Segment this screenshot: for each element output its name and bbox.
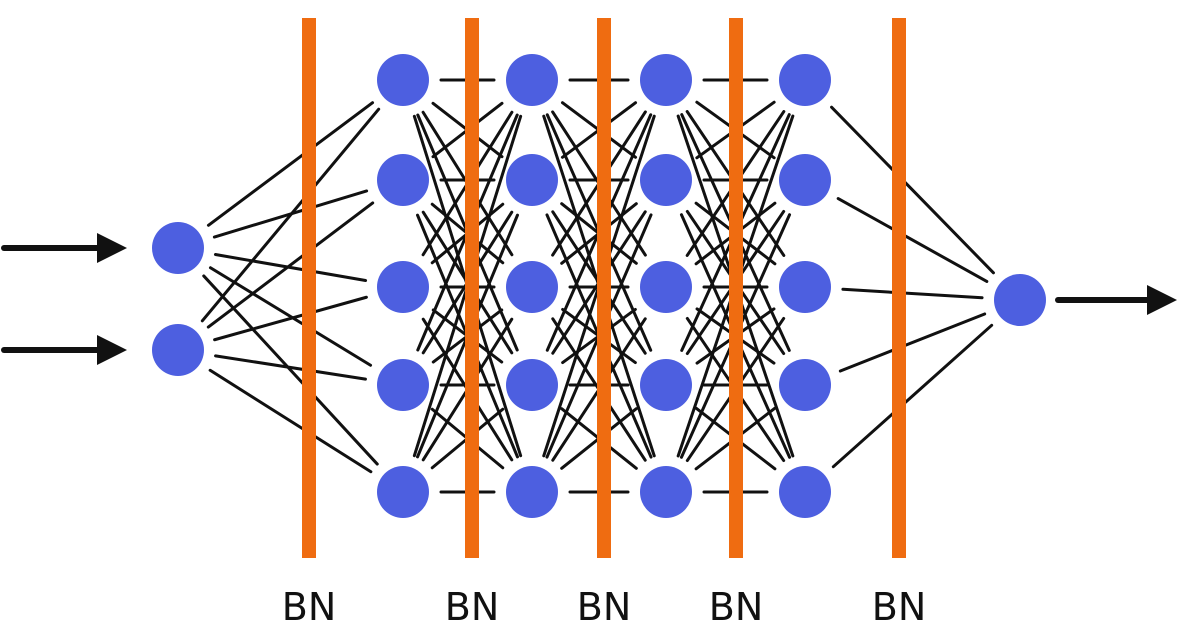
neuron-hidden-4-4: [779, 359, 831, 411]
neuron-hidden-1-3: [377, 261, 429, 313]
neuron-hidden-1-2: [377, 154, 429, 206]
neuron-hidden-4-2: [779, 154, 831, 206]
neuron-output-1: [994, 274, 1046, 326]
bn-label-3: BN: [577, 585, 632, 629]
neuron-hidden-2-2: [506, 154, 558, 206]
neurons-group: [152, 54, 1046, 518]
neuron-hidden-2-4: [506, 359, 558, 411]
neuron-input-1: [152, 222, 204, 274]
bn-bar-3: [597, 18, 611, 558]
neuron-hidden-2-5: [506, 466, 558, 518]
neuron-hidden-3-2: [640, 154, 692, 206]
connection-edge-l4-2-0: [841, 287, 984, 300]
bn-label-1: BN: [282, 585, 337, 629]
neuron-hidden-1-4: [377, 359, 429, 411]
connection-edge-l0-0-0: [206, 101, 375, 227]
neuron-hidden-3-1: [640, 54, 692, 106]
bn-labels-group: BN BN BN BN BN: [282, 585, 927, 629]
neuron-input-2: [152, 324, 204, 376]
connection-edge-l0-0-2: [213, 252, 368, 283]
neuron-hidden-4-5: [779, 466, 831, 518]
connection-edge-l4-3-0: [838, 312, 987, 373]
bn-bar-1: [302, 18, 316, 558]
connection-edge-l0-1-2: [213, 295, 368, 342]
neuron-hidden-1-1: [377, 54, 429, 106]
bn-label-4: BN: [709, 585, 764, 629]
bn-bar-4: [729, 18, 743, 558]
neuron-hidden-4-1: [779, 54, 831, 106]
neuron-hidden-3-4: [640, 359, 692, 411]
bn-bar-2: [465, 18, 479, 558]
connection-edge-l4-4-0: [831, 323, 994, 469]
connection-edge-l0-1-4: [208, 368, 373, 474]
connection-edge-l0-1-0: [200, 107, 381, 323]
connection-edge-l0-0-4: [202, 274, 379, 466]
connection-edge-l4-1-0: [836, 197, 989, 283]
neuron-hidden-4-3: [779, 261, 831, 313]
io-arrows-group: [1, 233, 1177, 365]
connection-edge-l4-0-0: [830, 105, 995, 275]
connection-edge-l0-1-3: [214, 354, 367, 381]
bn-label-2: BN: [445, 585, 500, 629]
neuron-hidden-3-3: [640, 261, 692, 313]
bn-label-5: BN: [872, 585, 927, 629]
neuron-hidden-2-3: [506, 261, 558, 313]
bn-bar-5: [892, 18, 906, 558]
neuron-hidden-3-5: [640, 466, 692, 518]
neuron-hidden-2-1: [506, 54, 558, 106]
connection-edge-l0-1-1: [206, 201, 375, 329]
connection-edge-l0-0-3: [208, 266, 373, 367]
neuron-hidden-1-5: [377, 466, 429, 518]
batch-norm-bars-group: [302, 18, 906, 558]
